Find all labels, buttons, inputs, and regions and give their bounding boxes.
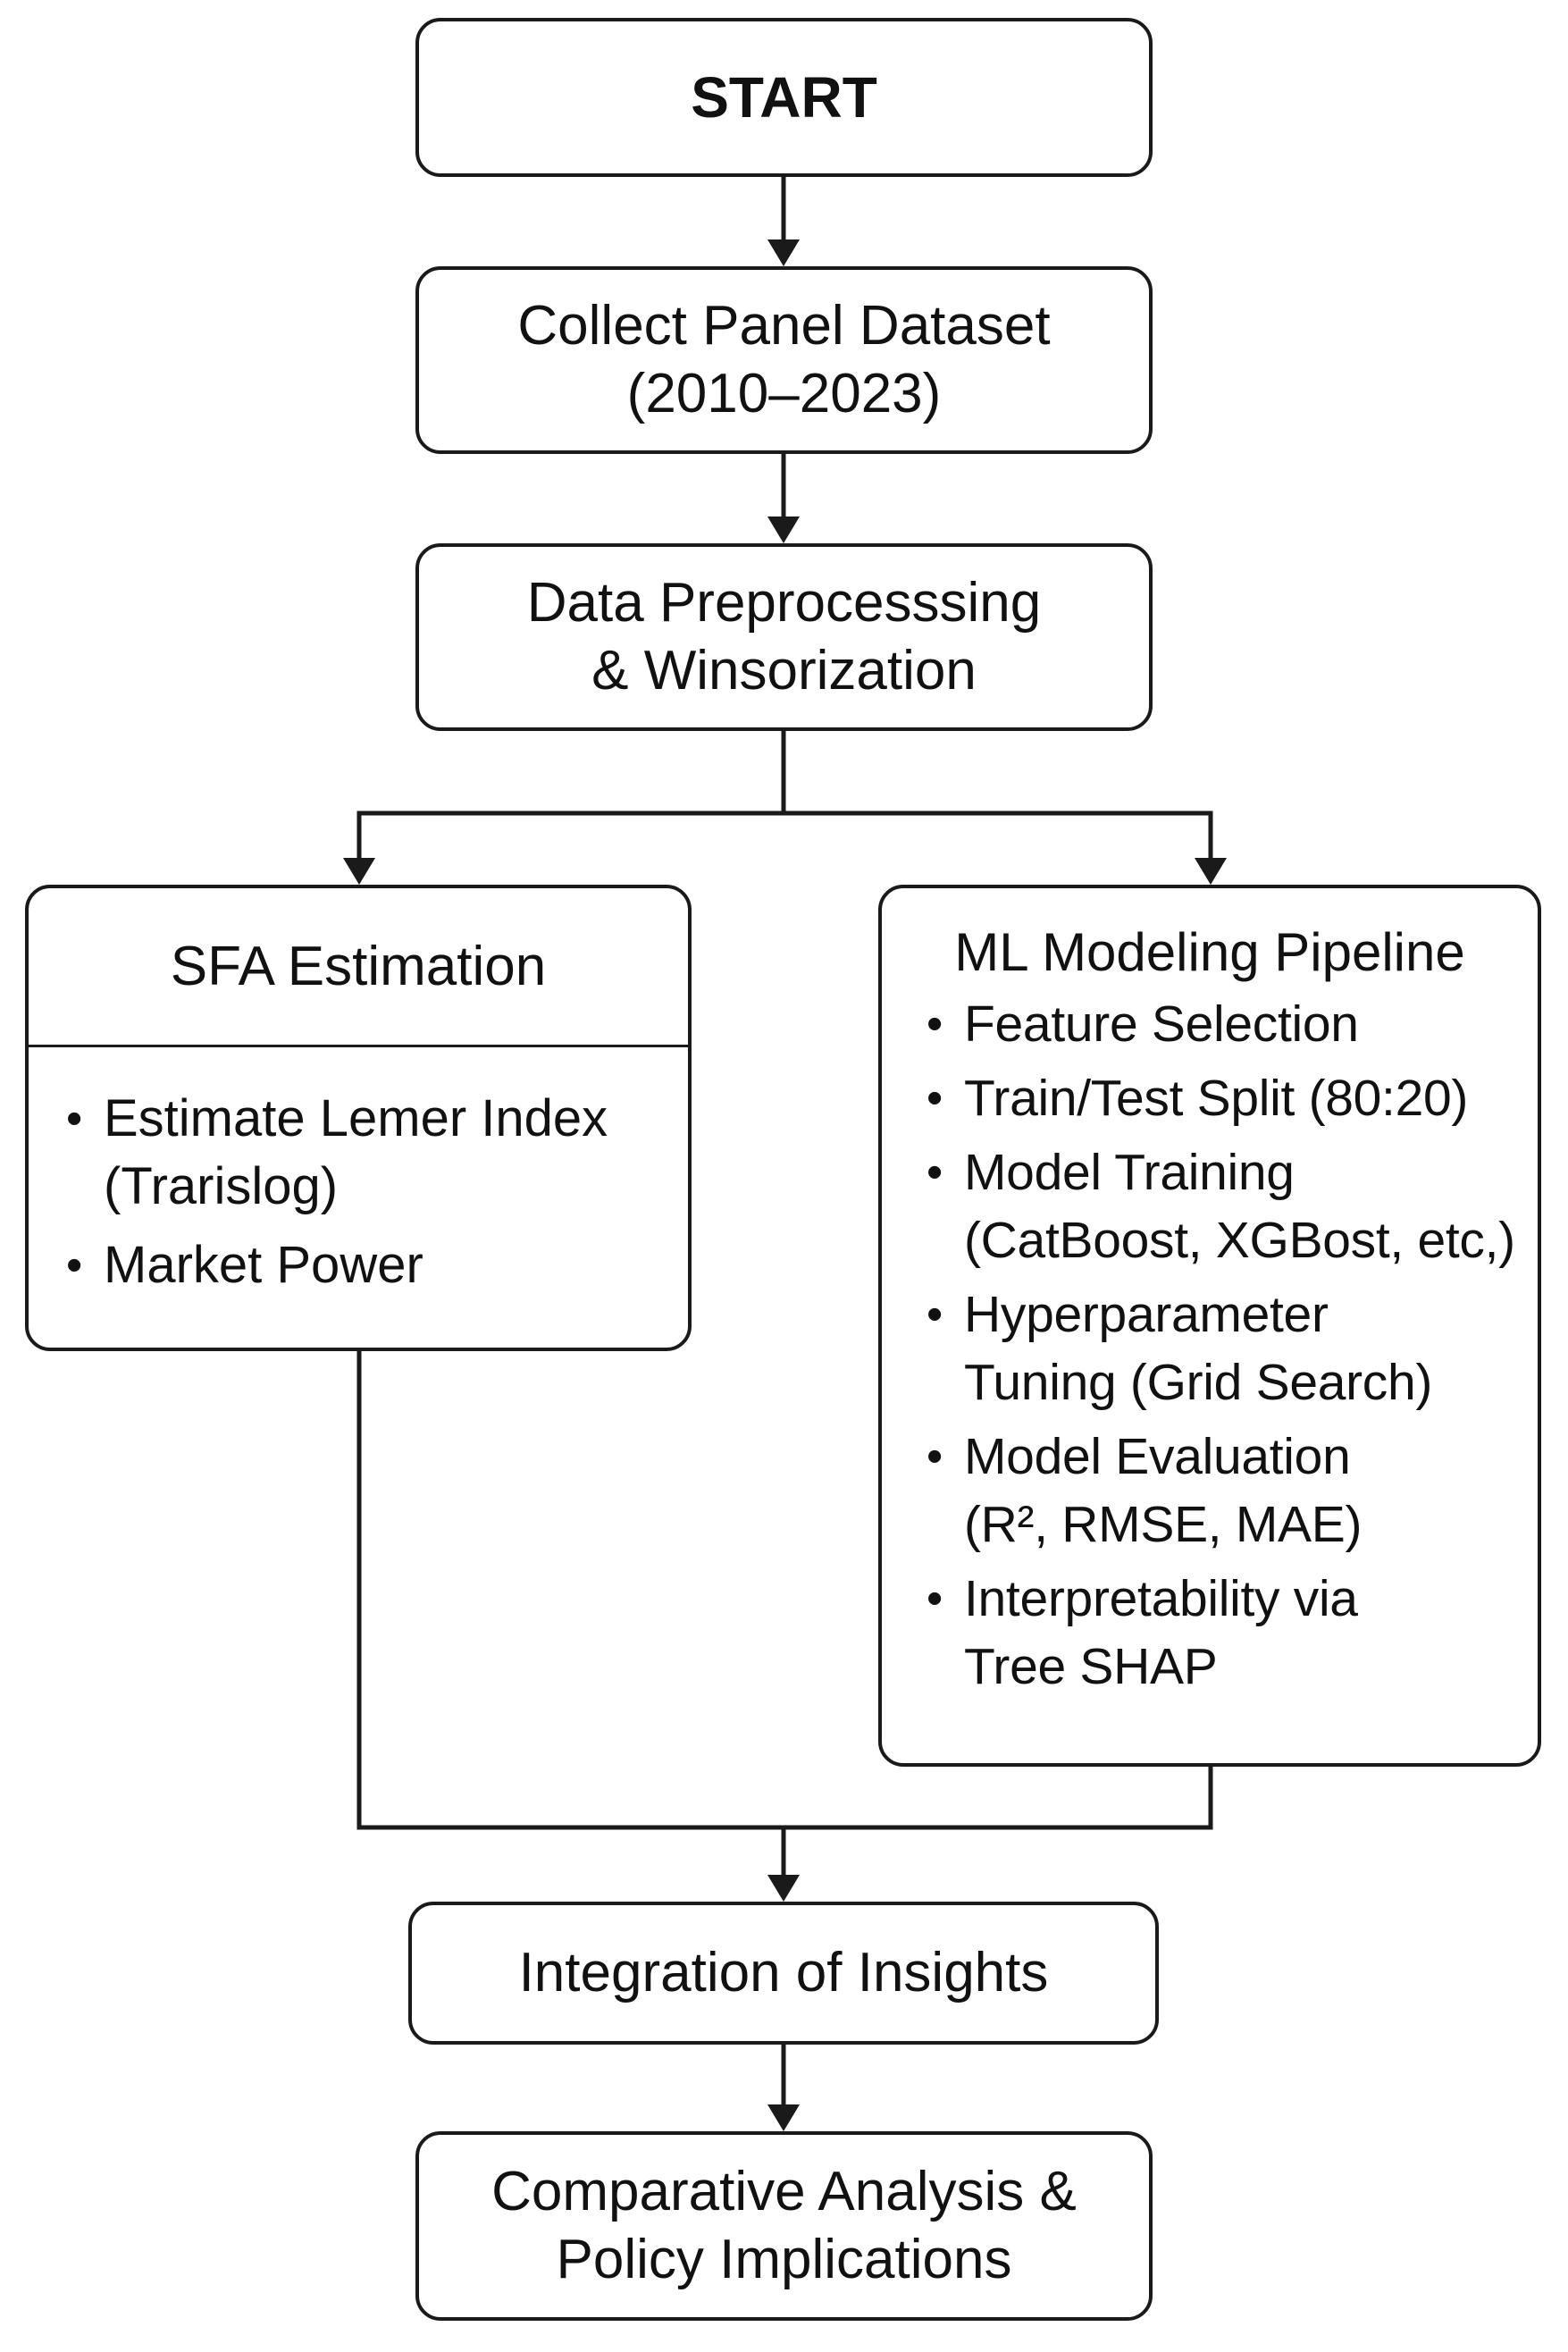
ml-item-line2: Tree SHAP (964, 1638, 1218, 1695)
ml-item-line2: (CatBoost, XGBost, etc,) (964, 1212, 1515, 1269)
ml-item: • Feature Selection (927, 990, 1538, 1058)
collect-dataset-node: Collect Panel Dataset (2010–2023) (415, 266, 1153, 454)
preprocess-line2: & Winsorization (591, 640, 977, 701)
bullet-marker: • (927, 1573, 943, 1625)
ml-item-list: • Feature Selection • Train/Test Split (… (882, 987, 1538, 1701)
sfa-item: • Estimate Lemer Index (Trarislog) (66, 1085, 688, 1221)
arrowhead-preprocess (767, 517, 800, 543)
ml-title: ML Modeling Pipeline (954, 922, 1465, 982)
ml-item: • Train/Test Split (80:20) (927, 1064, 1538, 1132)
sfa-item: • Market Power (66, 1231, 688, 1299)
ml-item-line1: Train/Test Split (80:20) (964, 1070, 1469, 1127)
integration-node: Integration of Insights (408, 1902, 1159, 2045)
bullet-marker: • (927, 998, 943, 1050)
ml-item: • Model Evaluation (R², RMSE, MAE) (927, 1423, 1538, 1558)
arrowhead-sfa (343, 858, 375, 885)
ml-item-line1: Hyperparameter (964, 1286, 1329, 1343)
preprocessing-node: Data Preprocesssing & Winsorization (415, 543, 1153, 731)
split-line-right (784, 811, 1213, 860)
bullet-marker: • (927, 1072, 943, 1124)
preprocess-line1: Data Preprocesssing (526, 572, 1042, 634)
integration-label: Integration of Insights (518, 1942, 1049, 2003)
ml-item-line2: (R², RMSE, MAE) (964, 1496, 1363, 1553)
sfa-title: SFA Estimation (29, 888, 688, 1047)
ml-item-line1: Interpretability via (964, 1570, 1358, 1627)
bullet-marker: • (927, 1289, 943, 1340)
ml-item-line1: Model Evaluation (964, 1428, 1351, 1485)
arrowhead-comparative (767, 2104, 800, 2131)
split-line (356, 731, 786, 860)
sfa-estimation-node: SFA Estimation • Estimate Lemer Index (T… (25, 885, 692, 1351)
bullet-marker: • (927, 1431, 943, 1483)
comparative-analysis-node: Comparative Analysis & Policy Implicatio… (415, 2131, 1153, 2321)
arrowhead-integration (767, 1875, 800, 1902)
sfa-item-line1: Estimate Lemer Index (104, 1089, 608, 1147)
collect-line1: Collect Panel Dataset (517, 295, 1051, 357)
comparative-line2: Policy Implications (556, 2229, 1012, 2290)
start-label: START (691, 65, 877, 130)
sfa-item-list: • Estimate Lemer Index (Trarislog) • Mar… (29, 1047, 688, 1299)
start-node: START (415, 18, 1153, 177)
arrowhead-collect (767, 239, 800, 266)
ml-pipeline-node: ML Modeling Pipeline • Feature Selection… (878, 885, 1541, 1767)
ml-item-line2: Tuning (Grid Search) (964, 1354, 1433, 1411)
ml-item-line1: Model Training (964, 1144, 1295, 1201)
ml-item: • Interpretability via Tree SHAP (927, 1565, 1538, 1701)
bullet-marker: • (66, 1093, 83, 1145)
sfa-item-line2: (Trarislog) (104, 1157, 339, 1215)
ml-item: • Model Training (CatBoost, XGBost, etc,… (927, 1138, 1538, 1274)
ml-item: • Hyperparameter Tuning (Grid Search) (927, 1281, 1538, 1416)
arrowhead-ml (1195, 858, 1227, 885)
comparative-line1: Comparative Analysis & (491, 2161, 1077, 2222)
sfa-item-line1: Market Power (104, 1236, 423, 1294)
bullet-marker: • (927, 1147, 943, 1198)
collect-line2: (2010–2023) (626, 363, 942, 424)
bullet-marker: • (66, 1239, 83, 1291)
ml-item-line1: Feature Selection (964, 995, 1359, 1053)
